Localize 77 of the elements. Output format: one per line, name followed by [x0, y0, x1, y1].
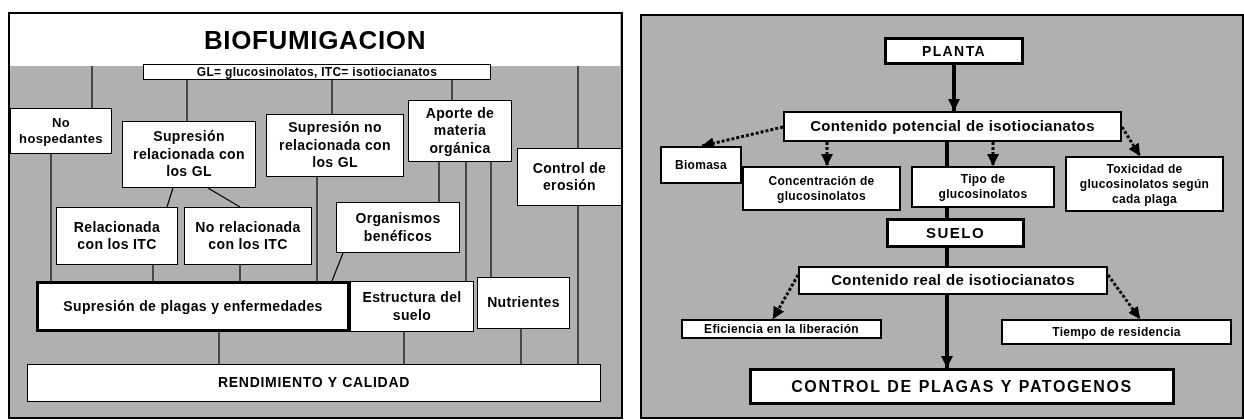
process-box	[1001, 319, 1232, 345]
box-label: Contenido potencial de isotiocianatos	[810, 116, 1095, 137]
box-label: Relacionada con los ITC	[72, 218, 162, 254]
box-label: Biomasa	[674, 157, 728, 174]
connector-line	[451, 79, 453, 101]
process-box	[184, 207, 312, 265]
box-label: Tipo de glucosinolatos	[937, 172, 1029, 202]
process-box	[477, 277, 570, 329]
process-box	[886, 218, 1025, 248]
process-box	[266, 114, 404, 177]
box-label: Contenido real de isotiocianatos	[831, 270, 1075, 291]
connector-line	[520, 328, 522, 365]
process-box	[27, 364, 601, 402]
box-label: Organismos benéficos	[354, 210, 442, 245]
process-box	[783, 111, 1122, 142]
box-label: No relacionada con los ITC	[194, 218, 302, 254]
process-box	[681, 319, 882, 339]
box-label: Aporte de materia orgánica	[424, 104, 496, 158]
connector-line	[577, 205, 579, 365]
box-label: Eficiencia en la liberación	[704, 323, 859, 335]
connector-line	[438, 161, 440, 203]
box-label: No hospedantes	[18, 114, 104, 148]
process-box	[884, 37, 1024, 65]
title-band	[10, 14, 620, 66]
process-box	[336, 202, 460, 253]
process-box	[517, 148, 622, 206]
box-label: RENDIMIENTO Y CALIDAD	[217, 374, 411, 392]
connector-line	[239, 264, 241, 282]
connector-line	[50, 153, 52, 282]
box-label: Supresión no relacionada con los GL	[278, 119, 392, 172]
connector-line	[945, 248, 949, 266]
connector-line	[577, 65, 579, 149]
process-box	[1065, 156, 1224, 212]
arrow	[987, 142, 999, 166]
connector-line	[945, 208, 949, 218]
process-box	[122, 121, 256, 188]
process-box	[10, 108, 112, 154]
connector-line	[207, 187, 241, 208]
connector-line	[403, 331, 405, 365]
box-label: BIOFUMIGACION	[203, 23, 427, 57]
box-label: Tiempo de residencia	[1052, 324, 1181, 341]
arrow	[821, 142, 833, 166]
process-box	[56, 207, 178, 265]
box-label: GL= glucosinolatos, ITC= isotiocianatos	[196, 66, 438, 78]
process-box	[660, 146, 742, 184]
process-box	[36, 281, 350, 332]
box-label: Nutrientes	[487, 294, 560, 312]
box-label: Concentración de glucosinolatos	[767, 173, 876, 204]
process-box	[749, 368, 1175, 405]
box-label: PLANTA	[921, 41, 987, 61]
connector-line	[152, 264, 154, 282]
box-label: Toxicidad de glucosinolatos según cada plaga	[1078, 161, 1211, 207]
connector-line	[186, 79, 188, 122]
connector-line	[218, 331, 220, 365]
box-label: Supresión relacionada con los GL	[132, 128, 246, 181]
box-label: SUELO	[925, 222, 986, 243]
arrow	[948, 65, 960, 111]
process-box	[798, 266, 1108, 295]
connector-line	[91, 65, 93, 109]
arrow	[771, 274, 800, 320]
note-box	[143, 64, 491, 80]
process-box	[742, 166, 901, 211]
box-label: Supresión de plagas y enfermedades	[63, 297, 323, 316]
box-label: CONTROL DE PLAGAS Y PATOGENOS	[791, 376, 1133, 397]
connector-line	[331, 79, 333, 115]
process-box	[350, 281, 474, 332]
arrow	[941, 295, 953, 368]
box-label: Control de erosión	[531, 159, 608, 195]
process-box	[911, 166, 1055, 208]
process-box	[408, 100, 512, 162]
connector-line	[465, 161, 467, 282]
connector-line	[316, 176, 318, 282]
connector-line	[490, 161, 492, 278]
connector-line	[166, 187, 174, 208]
box-label: Estructura del suelo	[361, 289, 463, 324]
connector-line	[331, 252, 344, 282]
connector-line	[945, 142, 949, 166]
